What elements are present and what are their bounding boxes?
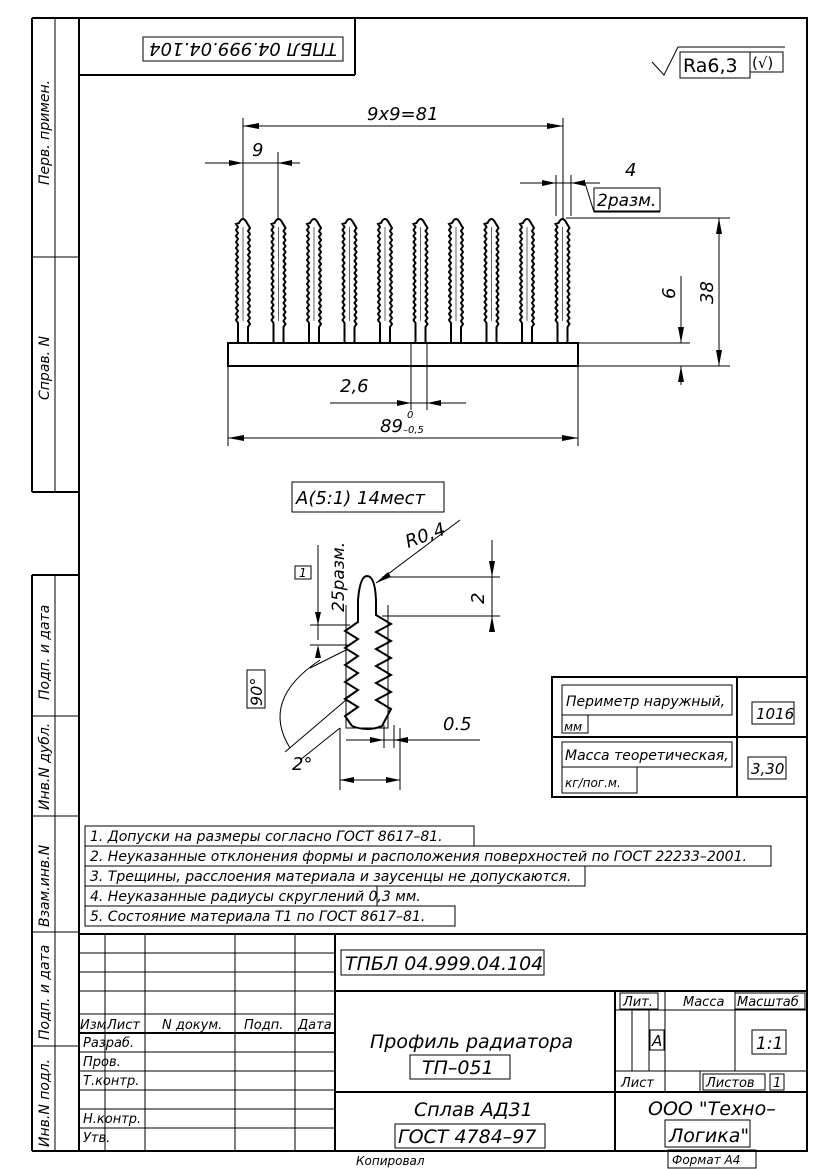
scale-value: 1:1: [756, 1034, 783, 1054]
radiator-fin: [305, 218, 323, 343]
title-block: [79, 933, 807, 1169]
detail-gap: 0.5: [443, 714, 472, 735]
col-izm: Изм: [80, 1018, 107, 1033]
perimeter-value: 1016: [756, 705, 794, 723]
material-standard: ГОСТ 4784–97: [398, 1126, 536, 1148]
dim-width-tol-lower: –0,5: [403, 425, 424, 436]
dim-gap: 2,6: [340, 376, 369, 397]
radiator-fin: [518, 218, 536, 343]
dimension-lines: [205, 118, 730, 446]
side-label-perv-primen: Перв. примен.: [37, 80, 53, 185]
roughness-symbol: Ra6,3 (√): [651, 46, 785, 79]
side-label-vzam-inv: Взам.инв.N: [37, 844, 53, 927]
part-name: Профиль радиатора: [370, 1031, 573, 1053]
dim-width-tol-upper: 0: [407, 410, 413, 421]
designation-rotated: ТПБЛ 04.999.04.104: [149, 38, 337, 59]
side-label-podp-data-2: Подп. и дата: [37, 945, 53, 1040]
radiator-fin: [340, 218, 358, 343]
dim-fin-count: 2разм.: [597, 191, 656, 211]
perimeter-unit: мм: [564, 720, 582, 734]
radiator-fin: [376, 218, 394, 343]
perimeter-label: Периметр наружный,: [566, 694, 725, 710]
detail-tooth-box: 1: [299, 566, 307, 580]
properties-table: [551, 676, 808, 798]
company-line1: ООО "Техно–: [648, 1098, 776, 1120]
row-razrab: Разраб.: [83, 1036, 134, 1051]
radiator-profile: [227, 218, 579, 367]
col-podp: Подп.: [244, 1018, 283, 1033]
radiator-fin: [411, 218, 429, 343]
list-label: Лист: [620, 1076, 654, 1091]
company-line2: Логика": [668, 1125, 749, 1147]
roughness-bracket: (√): [752, 54, 773, 72]
col-list: Лист: [106, 1018, 140, 1033]
lit-label: Лит.: [622, 995, 653, 1010]
mass-value: 3,30: [751, 760, 784, 778]
col-ndokum: N докум.: [162, 1018, 222, 1033]
row-tkontr: Т.контр.: [83, 1074, 139, 1089]
row-utv: Утв.: [83, 1131, 110, 1146]
detail-radius: R0,4: [403, 519, 449, 553]
dim-pitch-total: 9x9=81: [367, 104, 439, 125]
col-data: Дата: [297, 1018, 332, 1033]
format-label: Формат А4: [672, 1153, 740, 1167]
side-label-inv-podl: Инв.N подл.: [37, 1059, 53, 1147]
designation-box: ТПБЛ 04.999.04.104: [79, 18, 356, 76]
row-nkontr: Н.контр.: [83, 1112, 141, 1127]
note-2: 2. Неуказанные отклонения формы и распол…: [90, 849, 747, 865]
detail-title: А(5:1) 14мест: [295, 488, 426, 509]
note-1: 1. Допуски на размеры согласно ГОСТ 8617…: [90, 829, 443, 845]
dim-base: 6: [659, 288, 680, 299]
material-name: Сплав АД31: [414, 1099, 533, 1121]
mass-label: Масса теоретическая,: [565, 748, 729, 764]
radiator-fin: [482, 218, 500, 343]
radiator-fin: [447, 218, 465, 343]
side-label-sprav-n: Справ. N: [37, 335, 53, 400]
side-label-inv-dubl: Инв.N дубл.: [37, 723, 53, 810]
detail-draft: 2°: [292, 754, 312, 775]
masshtab-label: Масштаб: [737, 995, 799, 1010]
dim-height: 38: [697, 281, 718, 304]
technical-notes: [84, 825, 772, 927]
note-5: 5. Состояние материала Т1 по ГОСТ 8617–8…: [90, 909, 425, 925]
titleblock-designation: ТПБЛ 04.999.04.104: [345, 953, 543, 975]
note-3: 3. Трещины, расслоения материала и заусе…: [90, 869, 571, 885]
note-4: 4. Неуказанные радиусы скруглений 0,3 мм…: [90, 889, 421, 905]
listov-value: 1: [773, 1076, 781, 1091]
dim-fin-thickness: 4: [625, 160, 636, 181]
dim-width: 89: [380, 416, 403, 437]
mass-unit: кг/пог.м.: [565, 776, 621, 790]
part-code: ТП–051: [422, 1057, 494, 1079]
drawing-frame: [31, 17, 808, 1152]
copied-label: Копировал: [356, 1154, 425, 1168]
detail-angle: 90°: [247, 678, 266, 706]
massa-label: Масса: [683, 995, 724, 1010]
detail-tooth-count: 25разм.: [329, 542, 349, 612]
roughness-value: Ra6,3: [683, 55, 738, 77]
side-label-podp-data-1: Подп. и дата: [37, 605, 53, 700]
lit-value: А: [651, 1032, 662, 1050]
detail-a: [246, 481, 500, 790]
dim-pitch: 9: [252, 140, 263, 161]
detail-tip: 2: [468, 593, 489, 604]
listov-label: Листов: [705, 1076, 755, 1091]
row-prov: Пров.: [83, 1055, 121, 1070]
